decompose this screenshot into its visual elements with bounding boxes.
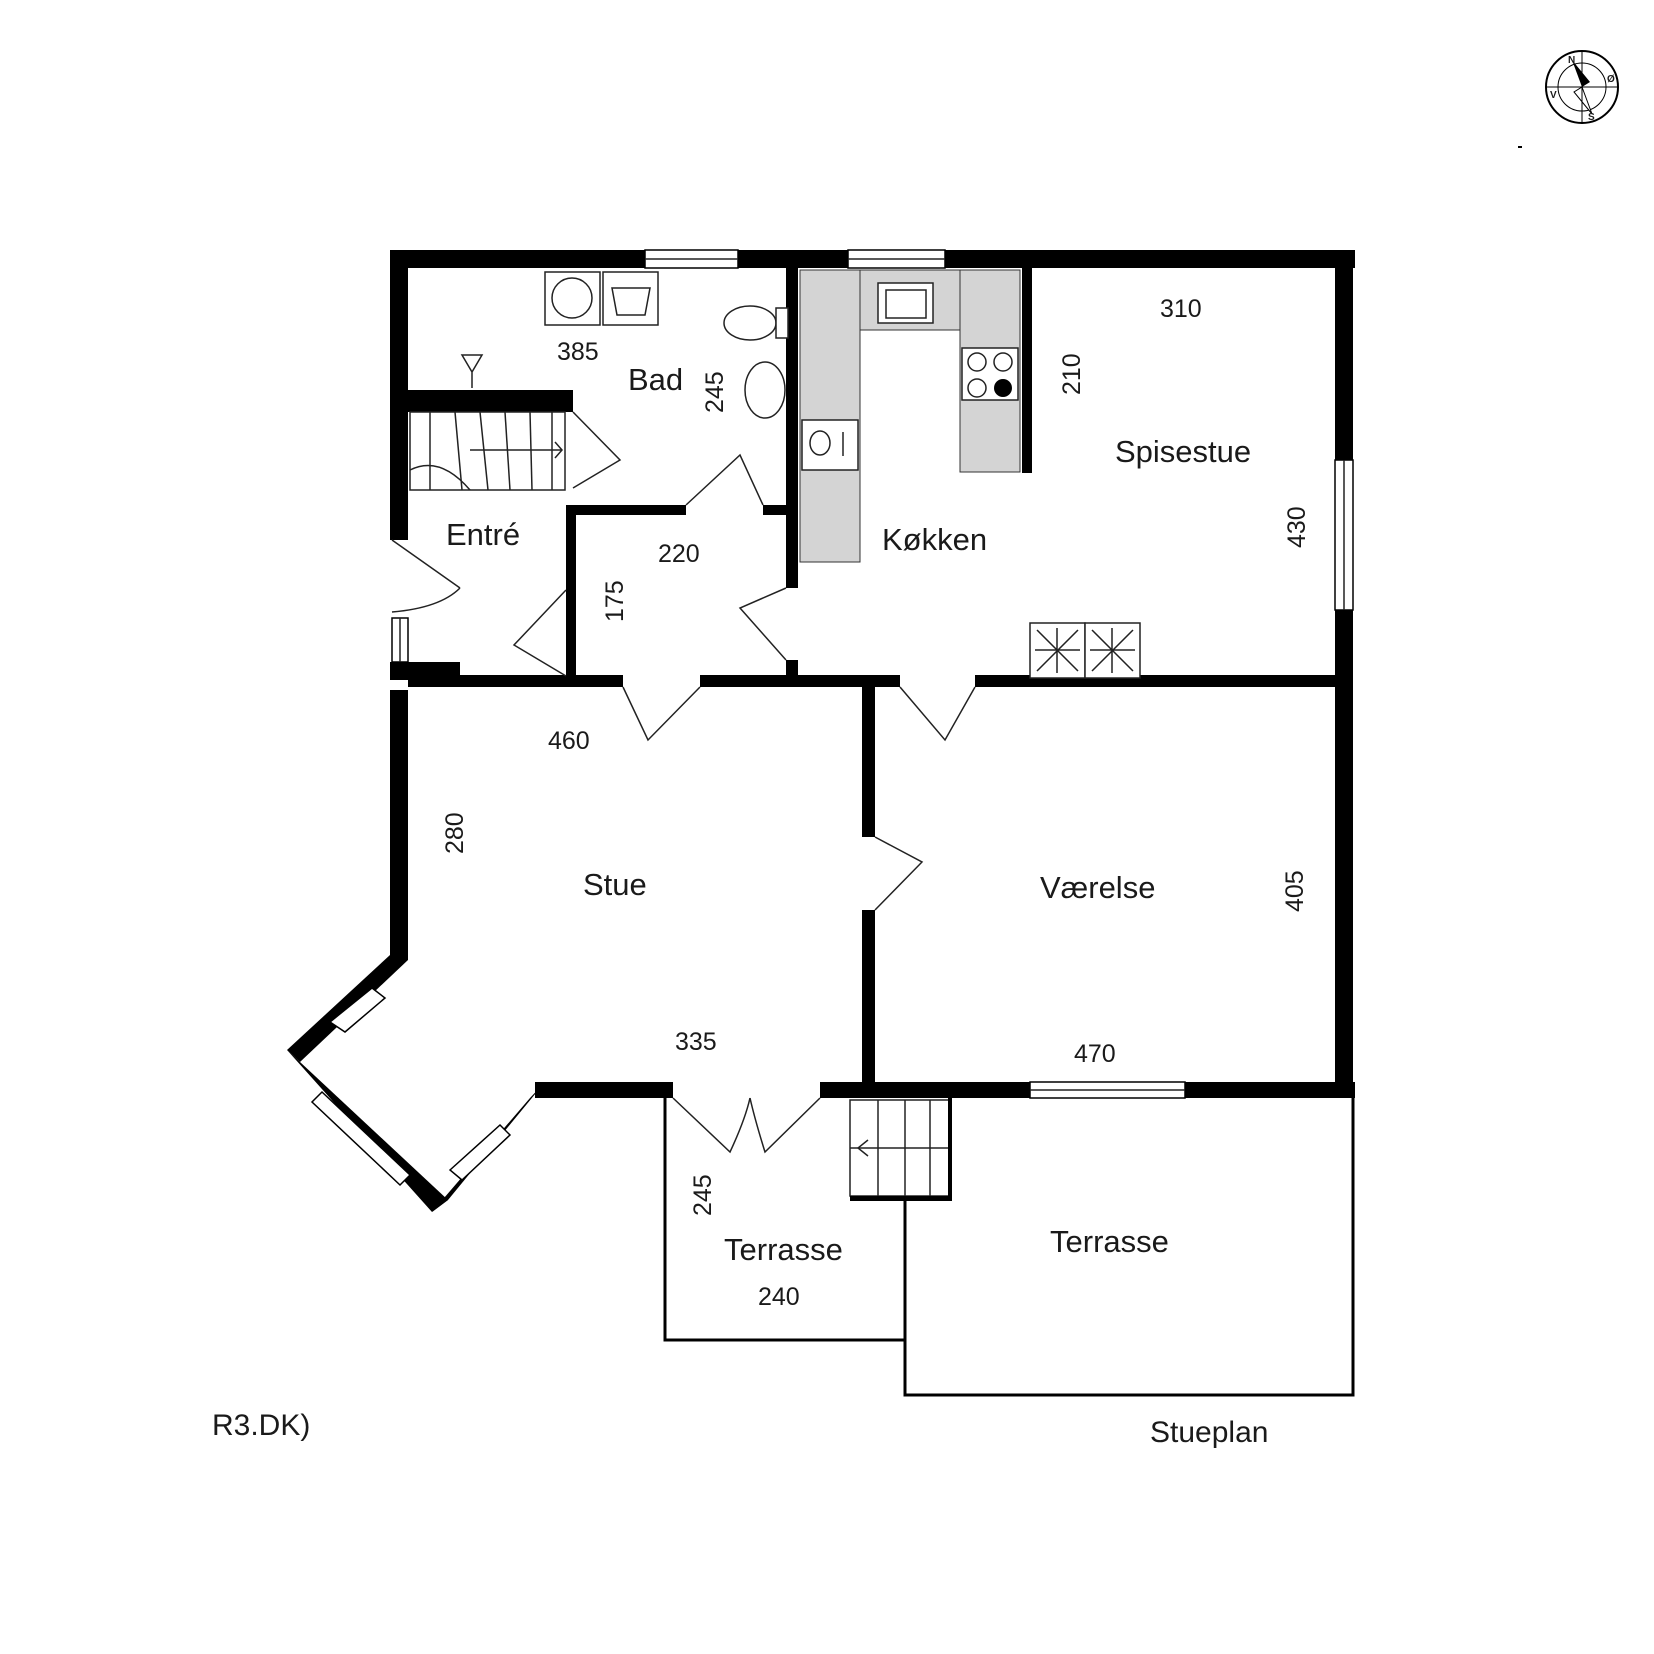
windows bbox=[310, 249, 1354, 1187]
compass-v: V bbox=[1550, 90, 1557, 101]
compass-icon: N S Ø V bbox=[1518, 50, 1619, 148]
room-label-bad: Bad bbox=[628, 362, 683, 397]
terraces bbox=[663, 1098, 1355, 1397]
room-label-vaerelse: Værelse bbox=[1040, 870, 1155, 905]
room-label-terrasse-left: Terrasse bbox=[724, 1232, 843, 1267]
dim-terrasse-height: 245 bbox=[689, 1174, 717, 1216]
dimension-labels: 385 245 220 175 310 210 430 460 280 335 … bbox=[441, 295, 1311, 1311]
fixtures bbox=[460, 271, 1141, 679]
dim-bad-height: 245 bbox=[701, 371, 729, 413]
dim-vaerelse-height: 405 bbox=[1281, 870, 1309, 912]
compass-o: Ø bbox=[1607, 74, 1615, 85]
watermark-text: R3.DK) bbox=[212, 1409, 310, 1442]
dim-spisestue-width: 310 bbox=[1160, 295, 1202, 323]
dim-stue-width-top: 460 bbox=[548, 727, 590, 755]
dim-spisestue-height: 430 bbox=[1283, 506, 1311, 548]
dim-hall-width: 220 bbox=[658, 540, 700, 568]
doors bbox=[391, 411, 976, 1154]
room-label-spisestue: Spisestue bbox=[1115, 434, 1251, 469]
dim-stue-width-bottom: 335 bbox=[675, 1028, 717, 1056]
compass-n: N bbox=[1568, 55, 1575, 66]
room-label-kokken: Køkken bbox=[882, 522, 987, 557]
dim-vaerelse-width: 470 bbox=[1074, 1040, 1116, 1068]
room-label-stue: Stue bbox=[583, 867, 647, 902]
stairs bbox=[409, 411, 952, 1201]
dim-bad-width: 385 bbox=[557, 338, 599, 366]
dim-terrasse-width: 240 bbox=[758, 1283, 800, 1311]
compass-s: S bbox=[1588, 112, 1595, 123]
room-label-terrasse-right: Terrasse bbox=[1050, 1224, 1169, 1259]
plan-title: Stueplan bbox=[1150, 1416, 1268, 1449]
dim-hall-height: 175 bbox=[601, 580, 629, 622]
dim-stue-height: 280 bbox=[441, 812, 469, 854]
room-labels: Bad Entré Køkken Spisestue Stue Værelse … bbox=[446, 362, 1251, 1267]
room-label-entre: Entré bbox=[446, 517, 520, 552]
dim-kitchen-height: 210 bbox=[1058, 353, 1086, 395]
